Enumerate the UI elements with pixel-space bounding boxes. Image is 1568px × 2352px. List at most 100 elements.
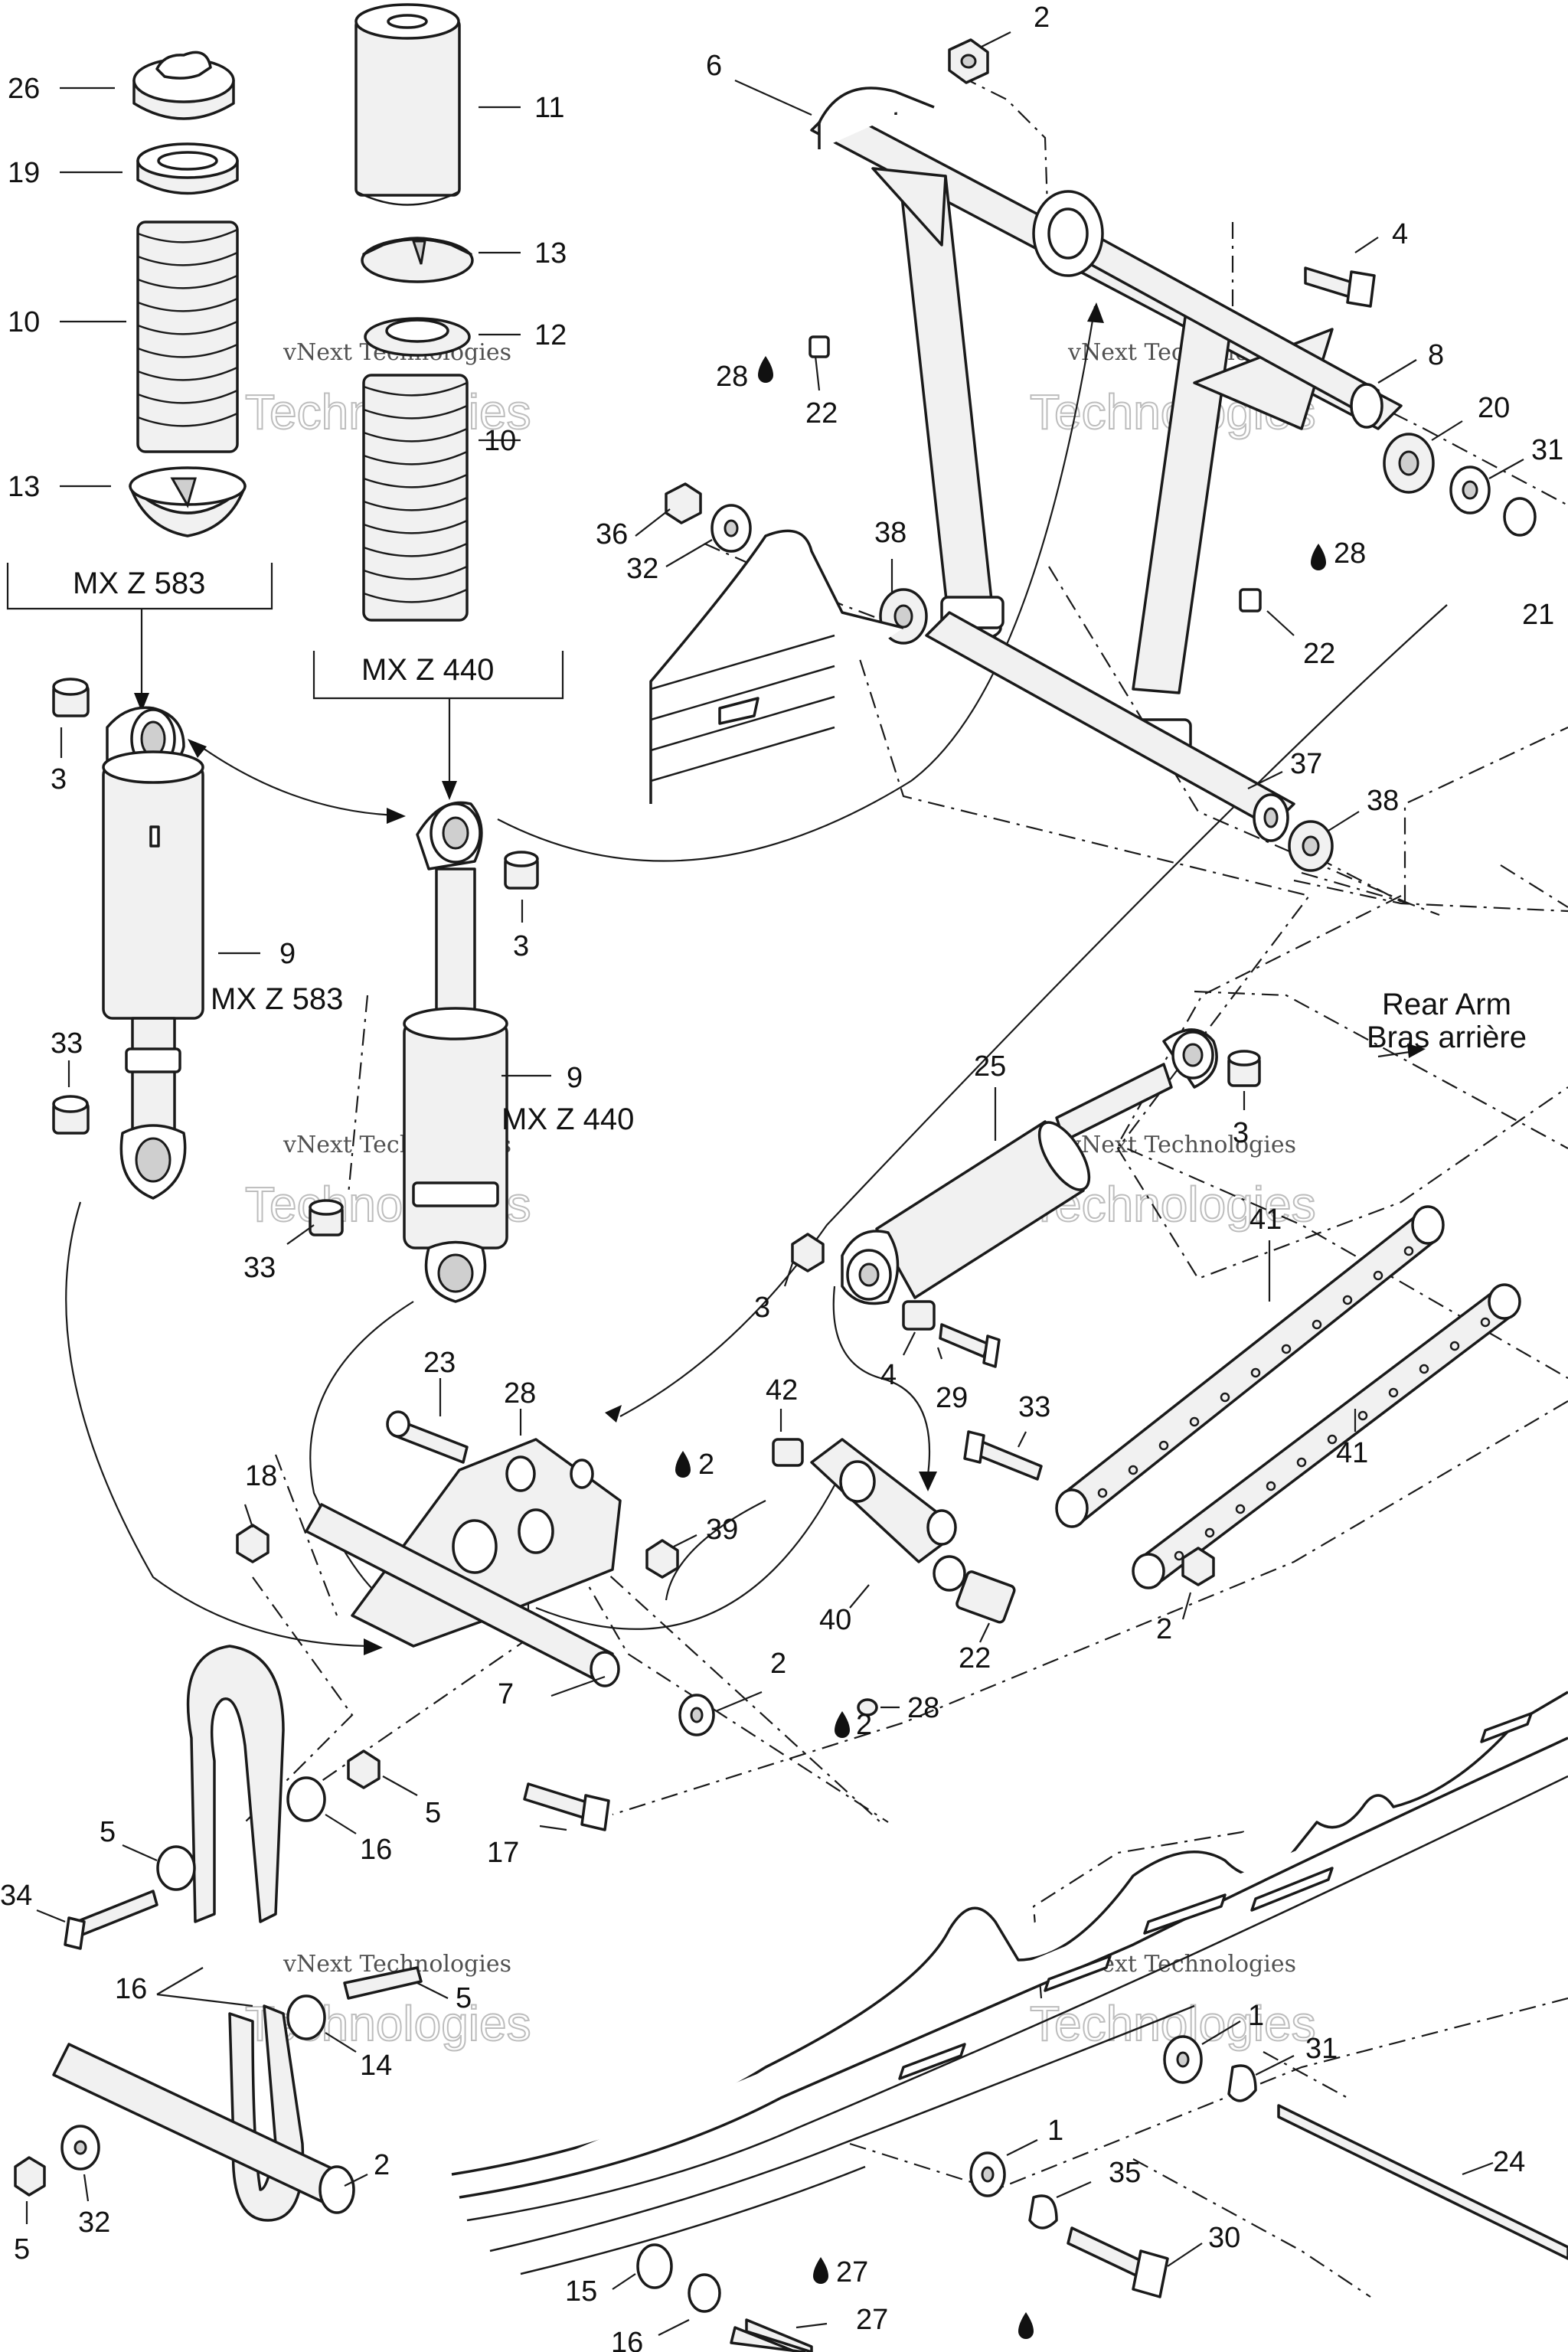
callout-label: 2: [374, 2149, 390, 2181]
adjuster-nut-part: [132, 51, 235, 120]
callout-label: 9: [279, 938, 296, 970]
callout-label: 5: [456, 1982, 472, 2014]
callout-label: 9: [567, 1062, 583, 1094]
callout-label: 39: [706, 1514, 738, 1546]
adjustable-links: [963, 1205, 1521, 1589]
callout-label: 5: [14, 2233, 30, 2265]
callout-label: 40: [819, 1604, 851, 1636]
center-bracket-23: [236, 1410, 715, 1831]
callout-label: 27: [856, 2304, 888, 2336]
callout-label: 6: [706, 50, 722, 82]
front-rail-segment: [649, 529, 904, 804]
callout-label: 11: [534, 92, 564, 124]
callout-label: 34: [0, 1880, 32, 1912]
callout-label: 27: [836, 2256, 868, 2288]
callout-label: 32: [78, 2207, 110, 2239]
callout-label: 16: [611, 2327, 643, 2352]
model-bracket-583: MX Z 583: [6, 563, 273, 712]
callout-label: 10: [484, 425, 516, 457]
front-arm-mount: [14, 1645, 423, 2222]
callout-label: 10: [8, 306, 40, 338]
model-bracket-440: MX Z 440: [312, 651, 564, 800]
callout-label: 35: [1109, 2157, 1141, 2189]
callout-label: 36: [596, 518, 628, 550]
bumper-part: [354, 3, 461, 206]
retainer-part: [361, 237, 474, 283]
rocker-arm-39: [772, 1438, 1016, 1717]
callout-label: 21: [1522, 599, 1554, 631]
coil-spring-part: [136, 220, 239, 453]
callout-label: 2: [1156, 1613, 1172, 1645]
callout-label: 16: [360, 1834, 392, 1866]
callout-label: 23: [423, 1347, 456, 1379]
callout-label: 18: [245, 1460, 277, 1492]
callout-label: 16: [115, 1973, 147, 2005]
callout-label: 3: [1233, 1117, 1249, 1149]
callout-label: 29: [936, 1382, 968, 1414]
callout-label: 17: [487, 1837, 519, 1869]
callout-label: 19: [8, 157, 40, 189]
watermark-text: vNext Technologies: [1067, 1132, 1296, 1158]
callout-label: 33: [51, 1027, 83, 1060]
callout-label: 30: [1208, 2222, 1240, 2254]
callout-label: 28: [716, 361, 748, 393]
callout-label: 28: [907, 1692, 939, 1724]
callout-label: 28: [504, 1377, 536, 1410]
spring-seat-part: [136, 142, 239, 195]
reference-curves: [65, 302, 1448, 1655]
callout-label: 2: [856, 1709, 872, 1741]
spring-kit-440: [354, 3, 474, 622]
callout-label: 22: [959, 1642, 991, 1674]
rear-arm-label: Rear Arm: [1382, 988, 1511, 1021]
shock-absorber-440: [309, 801, 539, 1303]
callout-label: 13: [534, 237, 567, 270]
coil-spring-part: [362, 374, 469, 622]
callout-label: 3: [51, 763, 67, 795]
model-label-583: MX Z 583: [73, 567, 205, 600]
rail-assembly: [451, 1690, 1568, 2352]
callout-label: 41: [1336, 1437, 1368, 1469]
model-label-440: MX Z 440: [501, 1102, 634, 1136]
callout-label: 3: [754, 1292, 770, 1324]
retainer-part: [129, 466, 247, 537]
callout-label: 38: [1367, 785, 1399, 817]
callout-label: 7: [498, 1678, 514, 1710]
callout-label: 31: [1531, 434, 1563, 466]
callout-label: 1: [1248, 2000, 1264, 2032]
rear-arm-label-fr: Bras arrière: [1367, 1021, 1527, 1054]
callout-label: 2: [770, 1648, 786, 1680]
callout-label: 13: [8, 471, 40, 503]
callout-label: 22: [805, 397, 838, 430]
callout-label: 2: [698, 1449, 714, 1481]
model-label-583: MX Z 583: [211, 982, 343, 1016]
callout-label: 5: [425, 1797, 441, 1829]
callout-label: 32: [626, 553, 658, 585]
callout-label: 24: [1493, 2146, 1525, 2178]
callout-label: 1: [1047, 2115, 1063, 2147]
front-arm-assembly: [665, 38, 1537, 872]
callout-label: 41: [1250, 1204, 1282, 1236]
callout-label: 25: [974, 1050, 1006, 1083]
callout-label: 12: [534, 319, 567, 351]
callout-label: 15: [565, 2275, 597, 2308]
callout-label: 28: [1334, 537, 1366, 570]
callout-label: 33: [243, 1252, 276, 1284]
callout-label: 33: [1018, 1391, 1050, 1423]
callout-label: 4: [1392, 218, 1408, 250]
callout-label: 8: [1428, 339, 1444, 371]
callout-label: 22: [1303, 638, 1335, 670]
callout-label: 3: [513, 930, 529, 962]
callout-label: 2: [1034, 2, 1050, 34]
model-label-440: MX Z 440: [361, 653, 494, 687]
shock-absorber-583: [52, 678, 204, 1200]
spring-kit-583: [129, 51, 247, 537]
callout-label: 42: [766, 1374, 798, 1406]
callout-label: 20: [1478, 392, 1510, 424]
callout-label: 31: [1305, 2033, 1338, 2065]
callout-label: 26: [8, 73, 40, 105]
callout-label: 5: [100, 1816, 116, 1848]
callout-label: 37: [1290, 748, 1322, 780]
callout-label: 4: [880, 1359, 897, 1391]
